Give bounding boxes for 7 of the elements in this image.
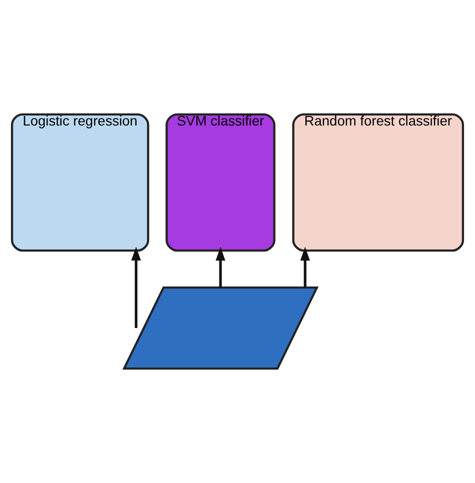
node-box: Random forest classifier bbox=[292, 113, 464, 252]
arrow bbox=[131, 246, 141, 328]
node-box: Logistic regression bbox=[10, 113, 150, 252]
arrow bbox=[300, 246, 310, 288]
node-box: SVM classifier bbox=[166, 113, 276, 252]
node-parallelogram bbox=[122, 286, 319, 370]
arrow bbox=[216, 246, 226, 288]
